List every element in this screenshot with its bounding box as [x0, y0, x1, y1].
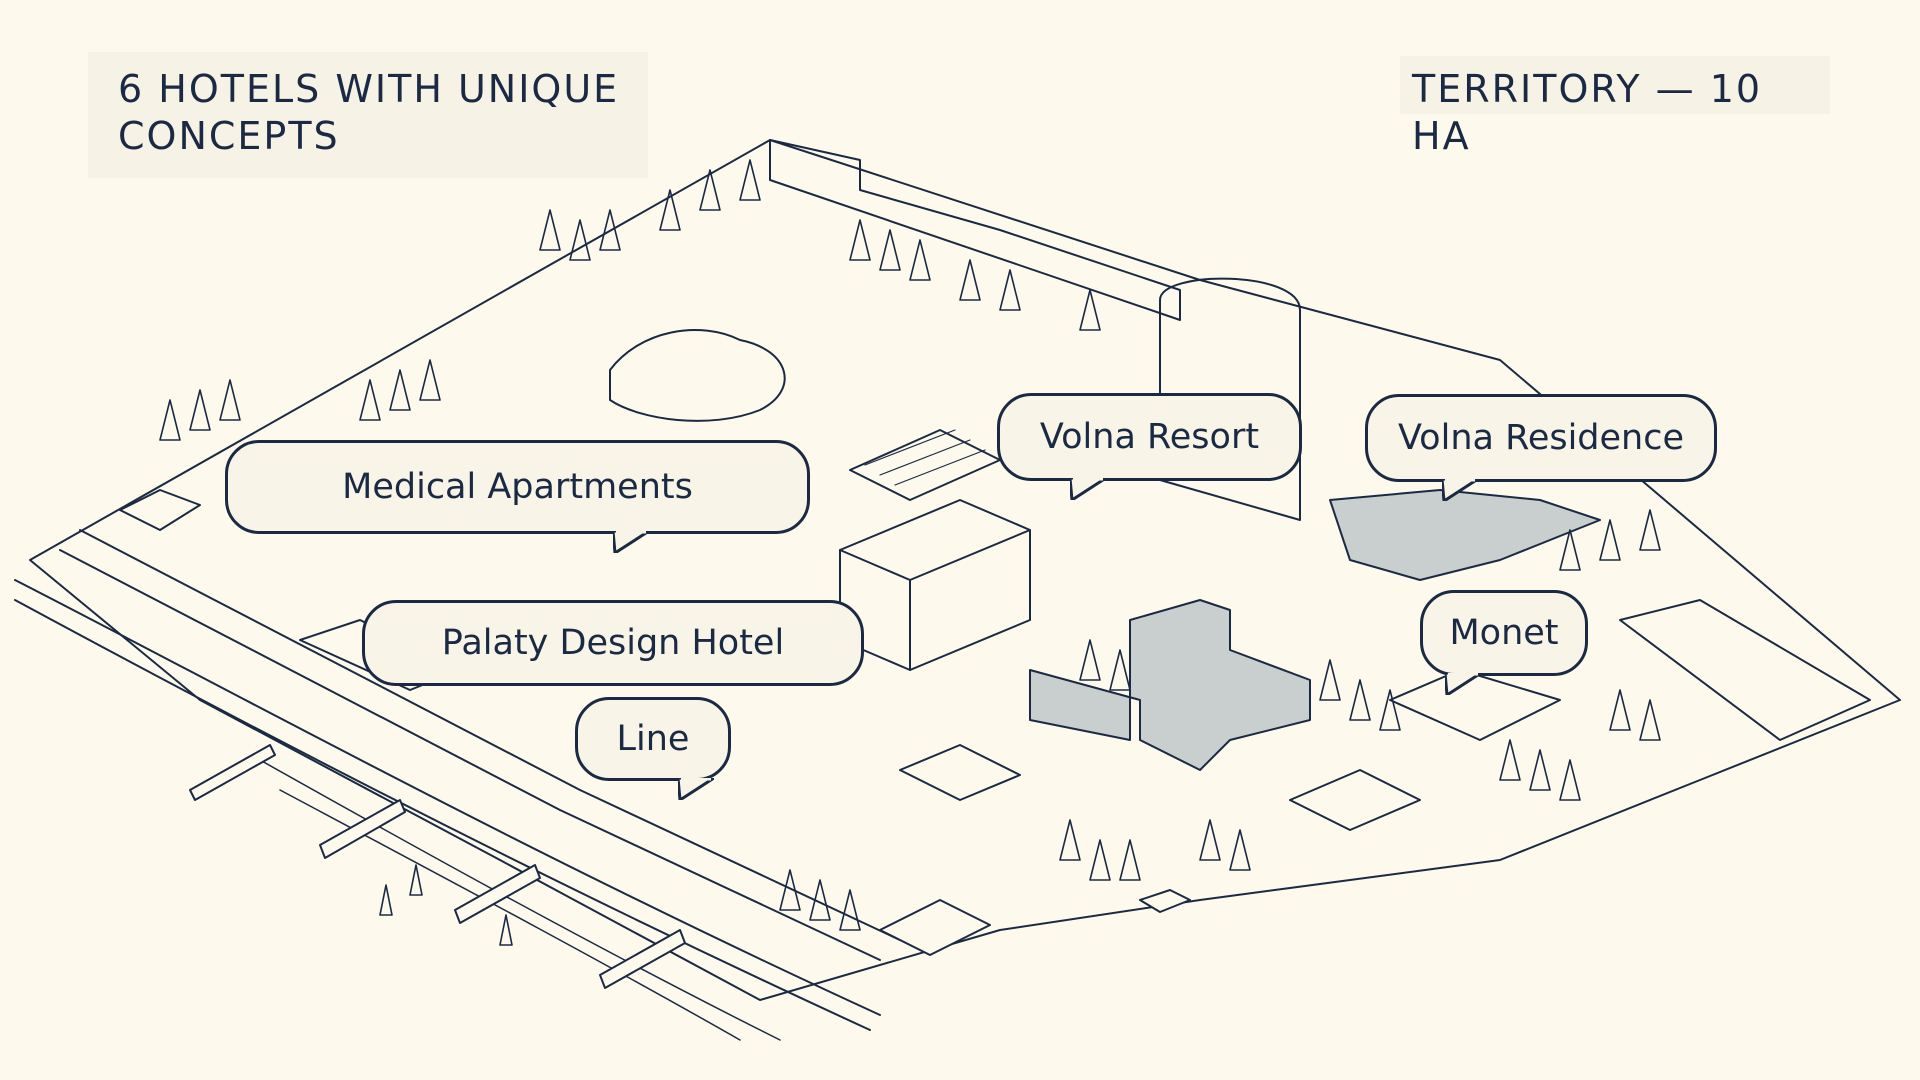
- callout-line-label: Line: [616, 719, 690, 759]
- callout-tail: [1070, 478, 1106, 500]
- callout-tail: [678, 778, 714, 800]
- parking: [849, 429, 1001, 501]
- trees: [159, 159, 1661, 931]
- territory-heading: TERRITORY — 10 HA: [1400, 56, 1830, 158]
- highlight-building-residence: [1329, 489, 1601, 581]
- territory-text: TERRITORY — 10 HA: [1412, 67, 1763, 158]
- callout-monet[interactable]: Monet: [1420, 590, 1588, 695]
- pond: [609, 329, 786, 422]
- callout-volna-resort-label: Volna Resort: [1039, 417, 1260, 457]
- hotels-heading-line1: 6 HOTELS WITH UNIQUE: [118, 67, 620, 111]
- callout-palaty-design-hotel[interactable]: Palaty Design Hotel: [362, 600, 864, 686]
- shoreline: [14, 579, 881, 1041]
- back-buildings: [769, 139, 1301, 521]
- callout-tail: [613, 531, 649, 553]
- hotels-heading-line2: CONCEPTS: [118, 114, 340, 158]
- piers: [189, 744, 686, 989]
- callout-tail: [1445, 673, 1481, 695]
- callout-line[interactable]: Line: [575, 697, 731, 800]
- callout-monet-label: Monet: [1449, 613, 1559, 653]
- highlight-building-center: [1029, 599, 1311, 771]
- sailboats: [379, 864, 513, 946]
- callout-medical-apartments[interactable]: Medical Apartments: [225, 440, 810, 553]
- callout-volna-resort[interactable]: Volna Resort: [997, 393, 1302, 500]
- callout-volna-residence-label: Volna Residence: [1397, 418, 1685, 458]
- promenade: [59, 549, 881, 961]
- callout-palaty-label: Palaty Design Hotel: [441, 623, 785, 663]
- callout-medical-label: Medical Apartments: [342, 467, 693, 507]
- hotels-count-heading: 6 HOTELS WITH UNIQUE CONCEPTS: [88, 52, 648, 178]
- tower-building: [839, 499, 1031, 671]
- callout-tail: [1442, 479, 1478, 501]
- callout-volna-residence[interactable]: Volna Residence: [1365, 394, 1717, 501]
